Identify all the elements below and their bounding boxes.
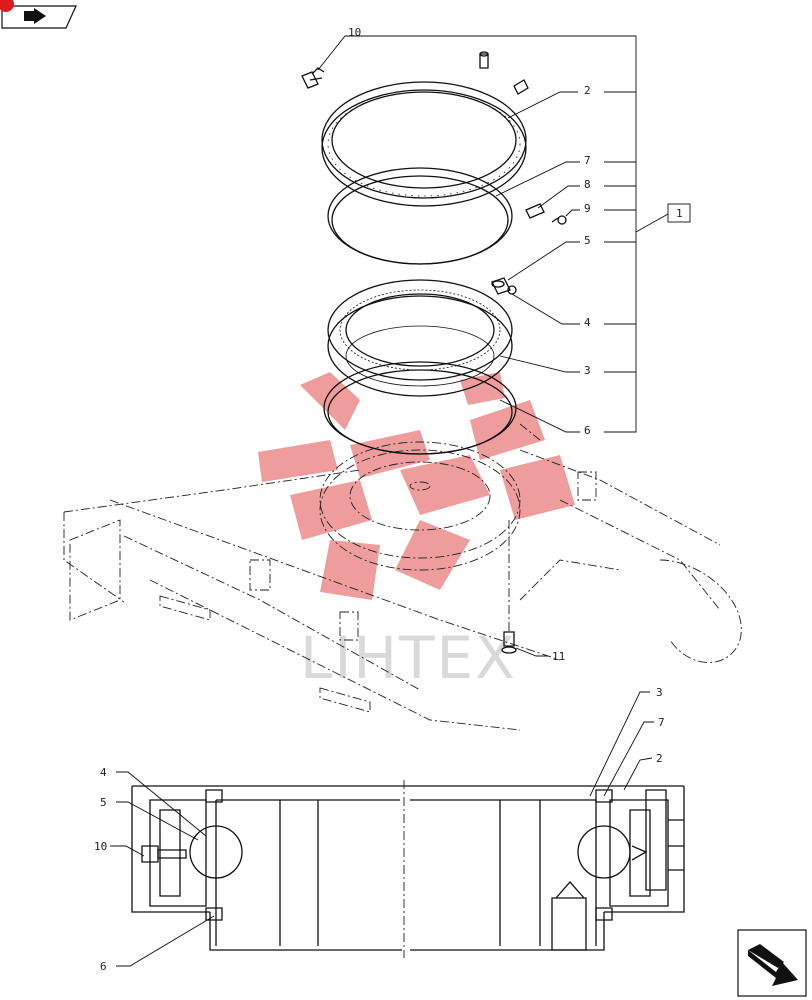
- label-11: 11: [552, 650, 565, 663]
- callout-labels-top: 10 2 7 8 9 5 4 3 6 1 11: [348, 26, 683, 663]
- label-6: 6: [584, 424, 591, 437]
- label-1: 1: [676, 207, 683, 220]
- bearing-section-view: [131, 780, 685, 958]
- part-7-seal[interactable]: [327, 161, 580, 265]
- label-9: 9: [584, 202, 591, 215]
- section-label-6: 6: [100, 960, 107, 973]
- section-callouts: [110, 691, 654, 967]
- callout-bracket: [372, 35, 691, 433]
- part-11-bolt[interactable]: [501, 520, 548, 657]
- section-ball-left[interactable]: [189, 825, 243, 879]
- part-2-outer-race[interactable]: [321, 81, 578, 207]
- part-9-bolt[interactable]: [551, 209, 580, 225]
- label-10: 10: [348, 26, 361, 39]
- undercarriage-frame: [63, 423, 742, 731]
- callout-labels-section: 3 7 2 4 5 10 6: [94, 686, 665, 973]
- section-label-5: 5: [100, 796, 107, 809]
- back-button[interactable]: [1, 5, 77, 29]
- part-pin[interactable]: [479, 51, 489, 69]
- next-page-button[interactable]: [737, 929, 807, 997]
- back-arrow-icon: [24, 8, 46, 24]
- label-7: 7: [584, 154, 591, 167]
- part-key[interactable]: [513, 79, 529, 95]
- section-ball-right[interactable]: [577, 825, 631, 879]
- label-3: 3: [584, 364, 591, 377]
- part-6-seal[interactable]: [323, 361, 580, 455]
- status-badge: [0, 0, 14, 12]
- section-label-7: 7: [658, 716, 665, 729]
- part-5-ball[interactable]: [491, 241, 580, 295]
- label-4: 4: [584, 316, 591, 329]
- watermark-logo: LIHTEX: [258, 372, 575, 692]
- part-10-grease-fitting[interactable]: [301, 35, 372, 89]
- section-grease-fitting[interactable]: [141, 845, 648, 863]
- part-3-inner-race-gear[interactable]: [327, 279, 580, 397]
- watermark-text: LIHTEX: [300, 624, 517, 692]
- part-8-plate[interactable]: [525, 185, 580, 219]
- section-label-2: 2: [656, 752, 663, 765]
- part-4-spacer[interactable]: [507, 285, 580, 325]
- label-8: 8: [584, 178, 591, 191]
- section-label-3: 3: [656, 686, 663, 699]
- next-page-arrow-icon: [748, 944, 798, 986]
- section-label-4: 4: [100, 766, 107, 779]
- label-2: 2: [584, 84, 591, 97]
- section-label-10: 10: [94, 840, 107, 853]
- label-5: 5: [584, 234, 591, 247]
